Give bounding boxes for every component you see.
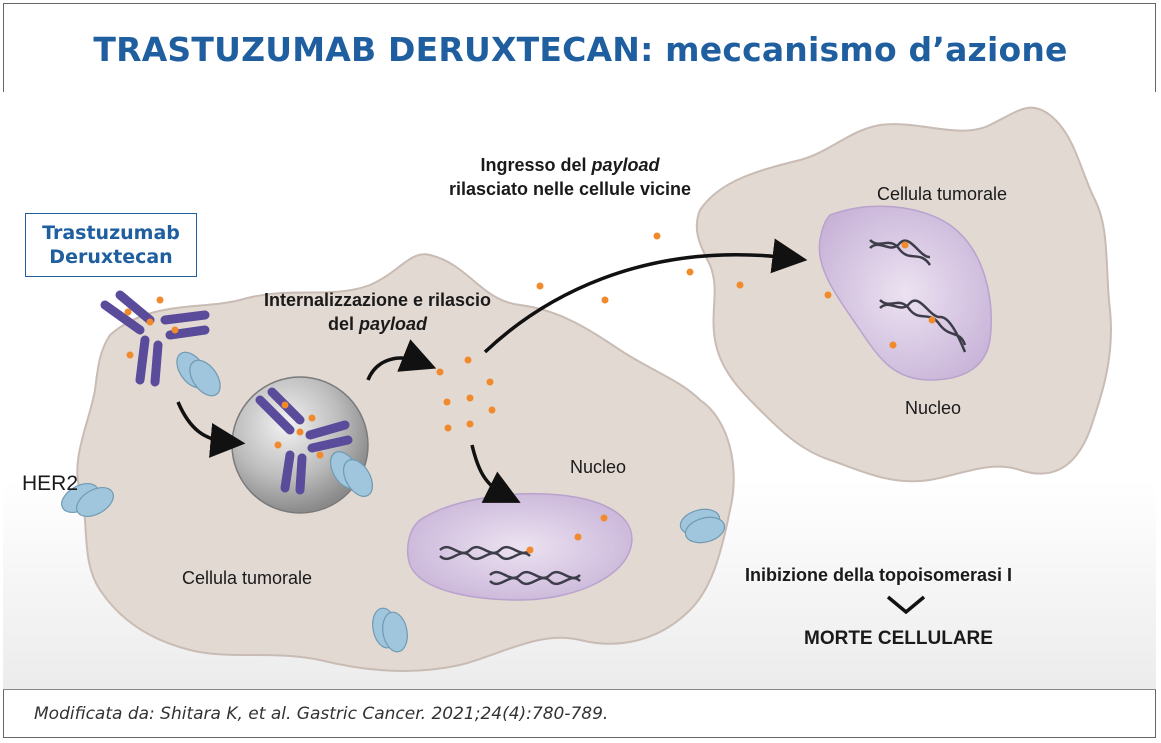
source-divider [3,689,1156,690]
her2-receptors [61,351,726,653]
internalization-line2-pre: del [327,314,359,334]
internalization-line1: Internalizzazione e rilascio [263,290,492,310]
figure-title: TRASTUZUMAB DERUXTECAN: meccanismo d’azi… [93,30,1068,69]
nucleus-left [407,492,633,601]
chevron-down-icon [886,595,926,615]
antibody-outside [100,290,210,387]
payload-particles [124,232,936,554]
internalization-label: Internalizzazione e rilascio del payload [210,288,545,336]
internalization-line2: del payload [210,312,545,336]
dna-strands [439,239,967,586]
her2-label: HER2 [22,472,79,495]
nucleus-right-label: Nucleo [905,398,962,418]
inhibition-label: Inibizione della topoisomerasi I [745,565,1013,585]
nucleus-left-label: Nucleo [570,457,627,477]
internalization-line2-italic: payload [358,314,428,334]
ingress-line1: Ingresso del payload [420,153,720,177]
cell-death-label: MORTE CELLULARE [804,628,993,649]
tumor-cell-right-label: Cellula tumorale [877,184,1008,204]
drug-label-line2: Deruxtecan [49,246,173,268]
drug-label-line1: Trastuzumab [42,222,180,244]
drug-label-box: Trastuzumab Deruxtecan [25,213,197,277]
process-arrows [176,238,808,503]
nucleus-right [818,205,992,381]
ingress-label: Ingresso del payload rilasciato nelle ce… [420,153,720,201]
tumor-cell-left-label: Cellula tumorale [182,568,313,588]
ingress-line1-italic: payload [591,155,660,175]
source-citation: Modificata da: Shitara K, et al. Gastric… [34,704,609,724]
ingress-line2: rilasciato nelle cellule vicine [448,179,692,199]
ingress-line1-pre: Ingresso del [480,155,592,175]
